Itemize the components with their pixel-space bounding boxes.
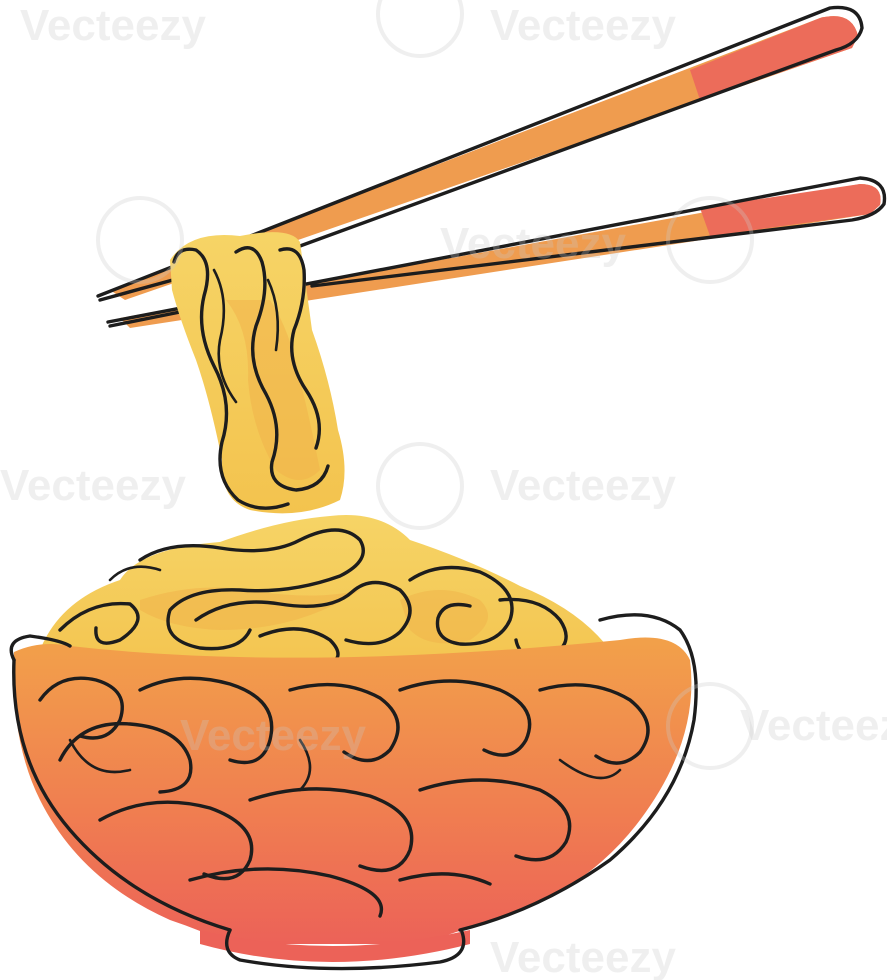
chopstick-upper: [110, 16, 858, 301]
bowl-foot: [200, 930, 470, 962]
watermark-text: Vecteezy: [740, 701, 887, 750]
watermark-text: Vecteezy: [440, 219, 626, 268]
watermark-text: Vecteezy: [0, 461, 186, 510]
watermark-text: Vecteezy: [20, 1, 206, 50]
watermark-text: Vecteezy: [490, 933, 676, 980]
watermark-text: Vecteezy: [180, 711, 366, 760]
chopsticks: [96, 5, 887, 328]
watermark-text: Vecteezy: [490, 1, 676, 50]
watermark-logo-icon: [96, 0, 754, 770]
noodle-mound: [40, 515, 610, 684]
watermark-text: Vecteezy: [490, 461, 676, 510]
chopstick-lower: [120, 184, 881, 328]
hanging-noodles: [170, 232, 345, 514]
bowl: [9, 613, 698, 971]
